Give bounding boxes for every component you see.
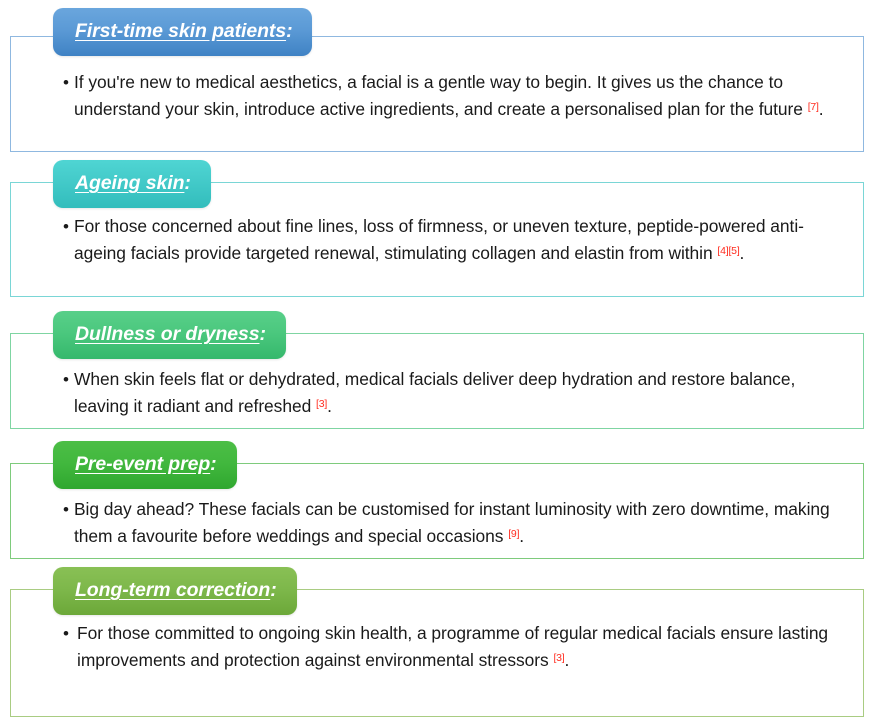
section-heading-pill[interactable]: Pre-event prep: bbox=[53, 441, 237, 489]
section-body: • If you're new to medical aesthetics, a… bbox=[63, 70, 850, 122]
section-heading-label: Pre-event prep bbox=[75, 453, 211, 476]
section-heading-label: Dullness or dryness bbox=[75, 323, 260, 346]
bullet-marker-icon: • bbox=[63, 217, 69, 236]
bullet-text-tail: . bbox=[564, 650, 570, 670]
section-heading-label: Long-term correction bbox=[75, 579, 271, 602]
section-body: • Big day ahead? These facials can be cu… bbox=[63, 497, 850, 549]
bullet-text: For those concerned about fine lines, lo… bbox=[74, 214, 850, 266]
bullet-marker-icon: • bbox=[63, 500, 69, 519]
bullet-item: • For those committed to ongoing skin he… bbox=[63, 621, 850, 673]
bullet-text-tail: . bbox=[818, 99, 824, 119]
section-heading-pill[interactable]: Ageing skin: bbox=[53, 160, 211, 208]
citation-marker[interactable]: [7] bbox=[807, 101, 819, 113]
bullet-text: If you're new to medical aesthetics, a f… bbox=[74, 70, 850, 122]
section-heading-text: First-time skin patients: bbox=[75, 20, 293, 43]
bullet-text: For those committed to ongoing skin heal… bbox=[77, 621, 850, 673]
bullet-text-tail: . bbox=[327, 396, 332, 416]
section-heading-colon: : bbox=[270, 579, 277, 602]
bullet-item: • For those concerned about fine lines, … bbox=[63, 214, 850, 266]
section-body: • For those committed to ongoing skin he… bbox=[63, 621, 850, 673]
citation-marker[interactable]: [4][5] bbox=[717, 245, 740, 257]
section-heading-label: Ageing skin bbox=[75, 172, 185, 195]
section-heading-text: Long-term correction: bbox=[75, 581, 277, 601]
bullet-text: Big day ahead? These facials can be cust… bbox=[74, 497, 850, 549]
section-heading-pill[interactable]: Long-term correction: bbox=[53, 567, 297, 615]
section-heading-colon: : bbox=[184, 172, 191, 195]
section-body: • For those concerned about fine lines, … bbox=[63, 214, 850, 266]
bullet-item: • If you're new to medical aesthetics, a… bbox=[63, 70, 850, 122]
bullet-marker-icon: • bbox=[63, 624, 69, 643]
bullet-text-main: Big day ahead? These facials can be cust… bbox=[74, 499, 830, 546]
bullet-text-tail: . bbox=[519, 526, 525, 546]
section-heading-text: Dullness or dryness: bbox=[75, 325, 266, 345]
bullet-text-main: For those committed to ongoing skin heal… bbox=[77, 623, 829, 670]
bullet-item: • Big day ahead? These facials can be cu… bbox=[63, 497, 850, 549]
section-heading-label: First-time skin patients bbox=[75, 20, 287, 43]
citation-marker[interactable]: [3] bbox=[553, 652, 565, 664]
bullet-text-main: If you're new to medical aesthetics, a f… bbox=[74, 72, 808, 119]
bullet-marker-icon: • bbox=[63, 73, 69, 92]
section-body: • When skin feels flat or dehydrated, me… bbox=[63, 367, 850, 419]
bullet-text-main: For those concerned about fine lines, lo… bbox=[74, 216, 804, 263]
bullet-text-main: When skin feels flat or dehydrated, medi… bbox=[74, 369, 796, 416]
bullet-text: When skin feels flat or dehydrated, medi… bbox=[74, 367, 850, 419]
section-heading-colon: : bbox=[259, 323, 267, 346]
bullet-marker-icon: • bbox=[63, 370, 69, 389]
section-heading-colon: : bbox=[286, 20, 293, 43]
section-heading-text: Pre-event prep: bbox=[75, 455, 217, 475]
bullet-text-tail: . bbox=[739, 243, 745, 263]
bullet-item: • When skin feels flat or dehydrated, me… bbox=[63, 367, 850, 419]
citation-marker[interactable]: [9] bbox=[508, 528, 520, 540]
section-heading-text: Ageing skin: bbox=[75, 174, 191, 194]
section-heading-colon: : bbox=[210, 453, 217, 476]
section-heading-pill[interactable]: First-time skin patients: bbox=[53, 8, 313, 56]
citation-marker[interactable]: [3] bbox=[315, 398, 328, 410]
section-heading-pill[interactable]: Dullness or dryness: bbox=[53, 311, 286, 359]
